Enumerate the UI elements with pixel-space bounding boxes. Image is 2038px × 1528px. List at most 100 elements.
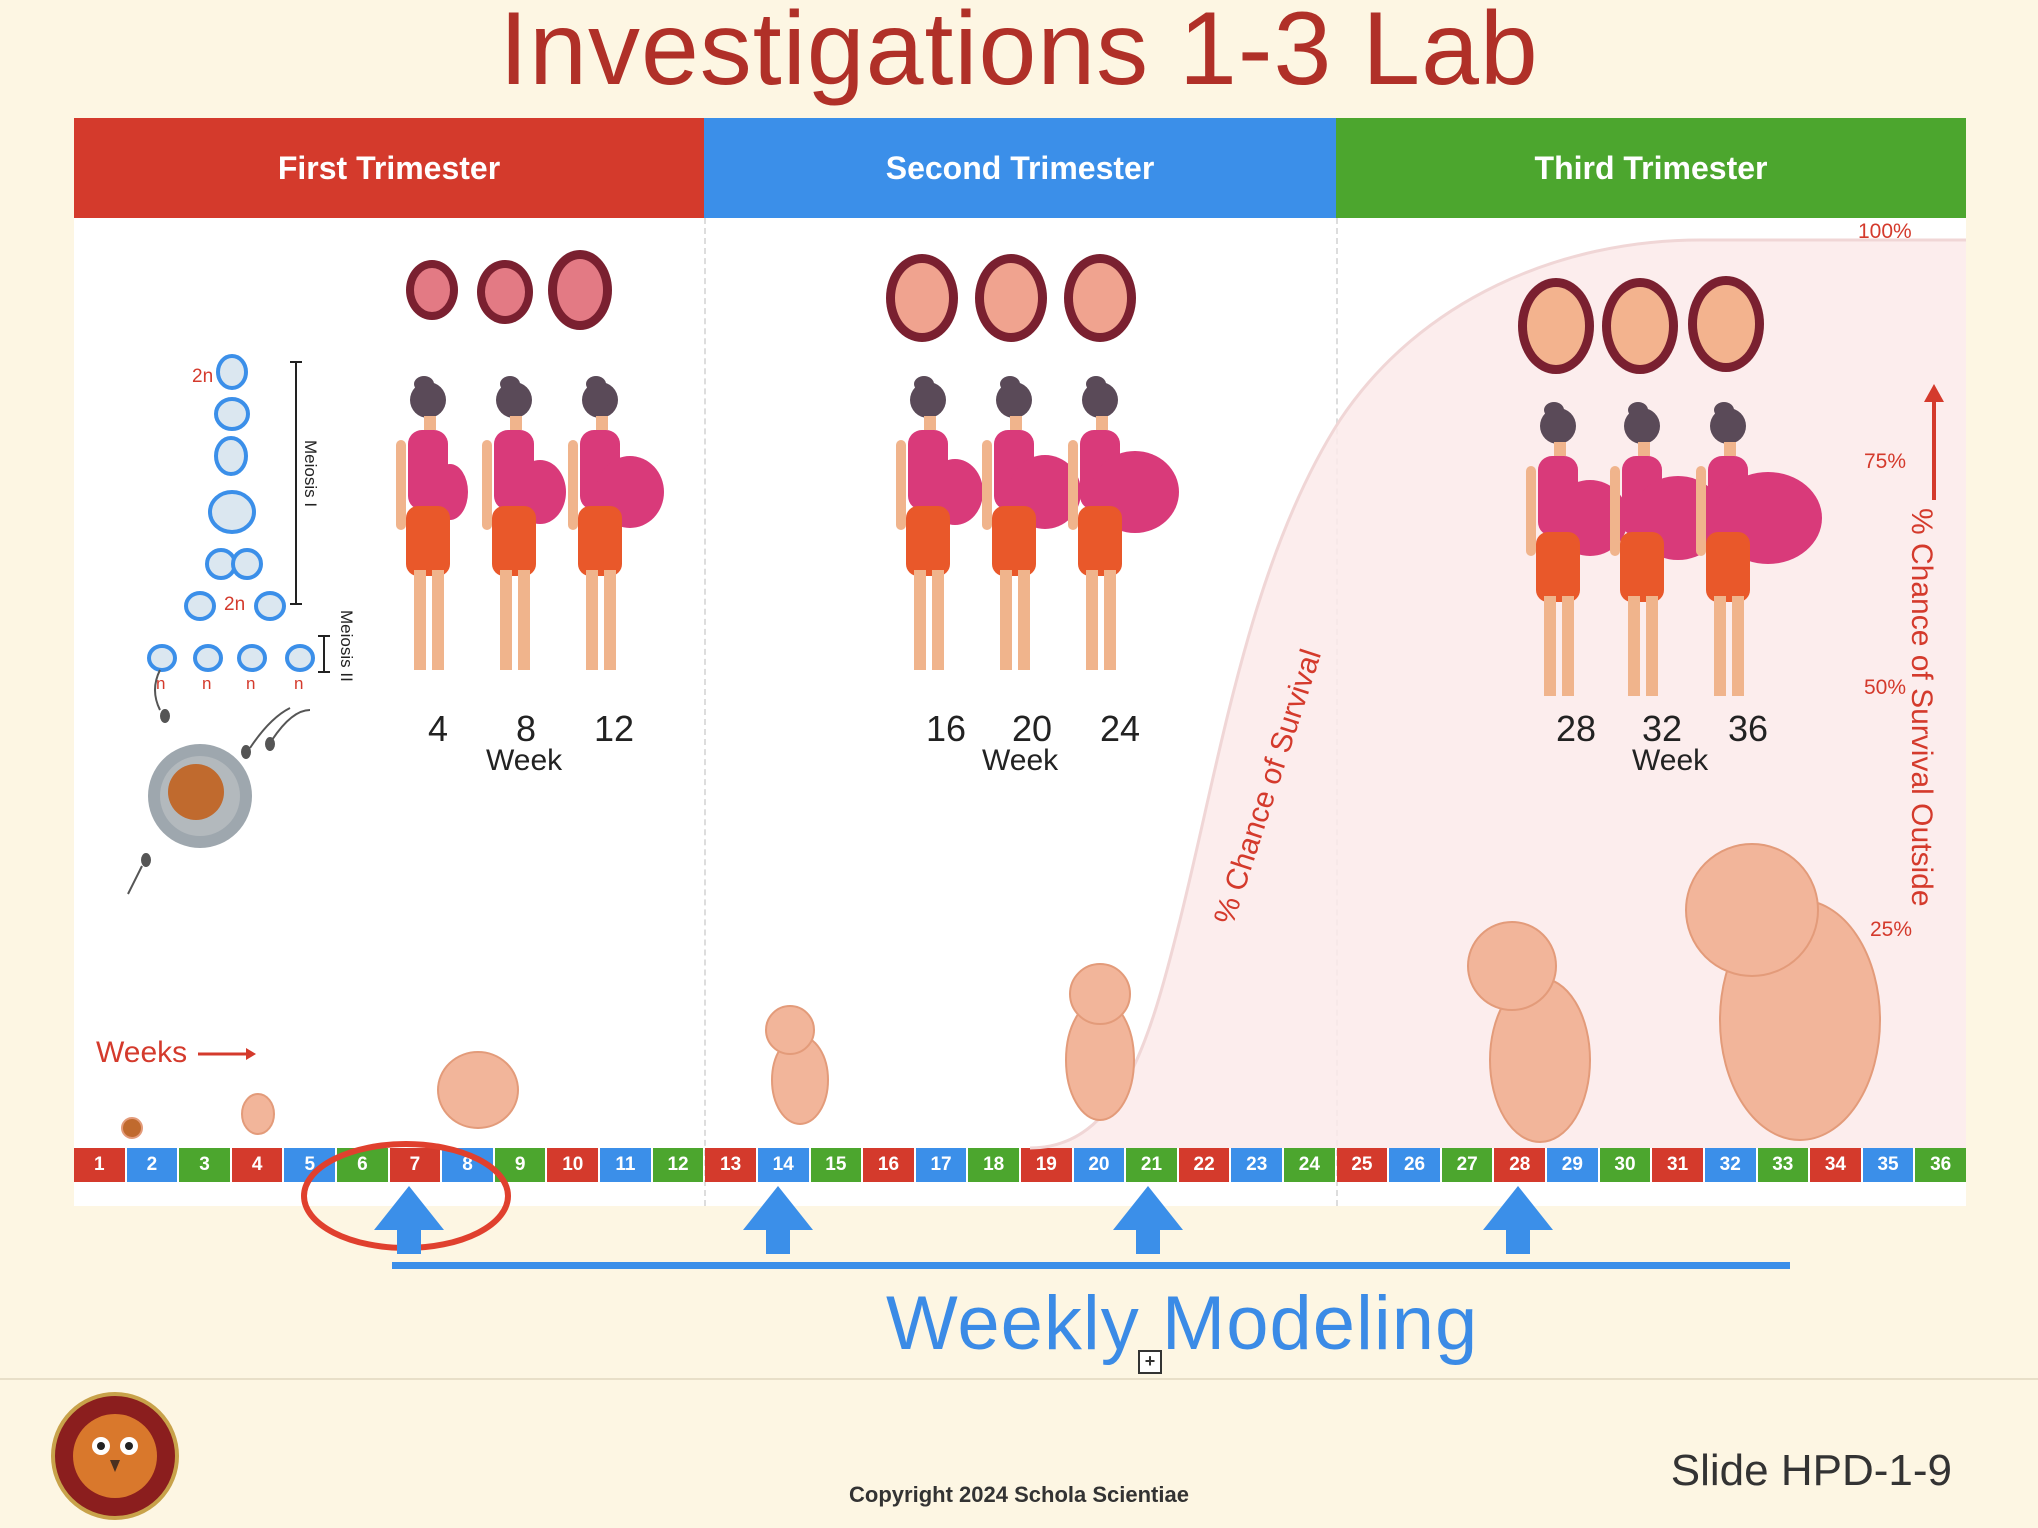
- survival-tick-25: 25%: [1870, 918, 1913, 941]
- label-n: n: [246, 674, 256, 693]
- week-cell-33: 33: [1757, 1148, 1809, 1182]
- fetus-illustrations: [121, 843, 1881, 1143]
- weekly-modeling-line: [392, 1262, 1790, 1269]
- week-21-arrow: [1113, 1186, 1183, 1230]
- pregnant-woman-figure: [482, 376, 566, 670]
- week-cell-29: 29: [1547, 1148, 1598, 1182]
- pregnant-woman-figure: [1526, 402, 1628, 696]
- pregnant-woman-figure: [982, 376, 1081, 670]
- week-cell-32: 32: [1704, 1148, 1756, 1182]
- first-trimester-header: First Trimester: [74, 118, 704, 218]
- week-cell-21: 21: [1126, 1148, 1177, 1182]
- slide-title: Investigations 1-3 Lab: [499, 0, 1539, 107]
- week-cell-2: 2: [126, 1148, 178, 1182]
- week-cell-27: 27: [1441, 1148, 1493, 1182]
- week-28-arrow: [1483, 1186, 1553, 1230]
- survival-tick-50: 50%: [1864, 676, 1907, 699]
- weeks-arrow-icon: [198, 1048, 256, 1060]
- week-28-arrow-stem: [1506, 1228, 1530, 1254]
- week-cell-35: 35: [1862, 1148, 1914, 1182]
- week-cell-28: 28: [1494, 1148, 1546, 1182]
- week-7-arrow-stem: [397, 1228, 421, 1254]
- week-14-arrow-stem: [766, 1228, 790, 1254]
- pregnant-woman-figure: [1068, 376, 1179, 670]
- figure-week-32: 32: [1642, 708, 1683, 749]
- pregnant-woman-figure: [396, 376, 468, 670]
- figure-week-label: Week: [486, 744, 563, 777]
- week-cell-24: 24: [1284, 1148, 1335, 1182]
- pregnant-woman-figure: [1696, 402, 1822, 696]
- pregnant-woman-figure: [568, 376, 664, 670]
- week-arrows: [374, 1186, 1553, 1254]
- second-trimester-header: Second Trimester: [704, 118, 1336, 218]
- label-n: n: [156, 674, 166, 693]
- weekly-modeling-label: Weekly Modeling: [886, 1281, 1479, 1366]
- survival-tick-75: 75%: [1864, 450, 1907, 473]
- survival-up-arrow: [1924, 384, 1944, 500]
- week-cell-18: 18: [968, 1148, 1019, 1182]
- figure-week-20: 20: [1012, 708, 1053, 749]
- week-cell-7: 7: [389, 1148, 441, 1182]
- week-cell-30: 30: [1599, 1148, 1651, 1182]
- sperm-icon: [127, 669, 311, 895]
- week-cell-34: 34: [1810, 1148, 1861, 1182]
- week-cell-19: 19: [1020, 1148, 1072, 1182]
- copyright: Copyright 2024 Schola Scientiae: [849, 1482, 1189, 1507]
- figure-week-label: Week: [1632, 744, 1709, 777]
- week-cell-10: 10: [547, 1148, 599, 1182]
- third-trimester-header: Third Trimester: [1336, 118, 1966, 218]
- trimester-divider: [704, 218, 706, 1206]
- weeks-label: Weeks: [96, 1036, 188, 1069]
- week-cell-13: 13: [705, 1148, 756, 1182]
- figure-week-4: 4: [428, 708, 449, 749]
- uterus-icons-first: [406, 250, 612, 330]
- egg-icon: [148, 744, 252, 848]
- label-2n-top: 2n: [192, 366, 214, 387]
- week-cell-11: 11: [600, 1148, 651, 1182]
- figure-week-16: 16: [926, 708, 967, 749]
- week-cell-14: 14: [757, 1148, 809, 1182]
- week-7-arrow: [374, 1186, 444, 1230]
- week-cell-1: 1: [74, 1148, 125, 1182]
- week-cell-23: 23: [1231, 1148, 1283, 1182]
- footer: [0, 1378, 2038, 1528]
- meiosis-brackets: [290, 361, 330, 673]
- week-cell-26: 26: [1389, 1148, 1440, 1182]
- week-cell-17: 17: [915, 1148, 967, 1182]
- pregnant-figures: [396, 376, 1822, 696]
- label-2n-mid: 2n: [224, 594, 246, 615]
- week-cell-31: 31: [1652, 1148, 1703, 1182]
- week-14-arrow: [743, 1186, 813, 1230]
- survival-curve-line: [1029, 238, 1966, 1150]
- week-cell-12: 12: [652, 1148, 704, 1182]
- week-cell-6: 6: [337, 1148, 388, 1182]
- figure-week-24: 24: [1100, 708, 1141, 749]
- figure-week-label: Week: [982, 744, 1059, 777]
- figure-week-36: 36: [1728, 708, 1769, 749]
- week-cell-36: 36: [1915, 1148, 1966, 1182]
- survival-tick-100: 100%: [1858, 220, 1912, 243]
- uterus-icons-second: [886, 254, 1136, 342]
- uterus-icons-third: [1518, 276, 1764, 374]
- meiosis-diagram: [147, 354, 315, 672]
- schola-scientiae-logo: [51, 1392, 179, 1520]
- expand-icon[interactable]: +: [1138, 1350, 1162, 1374]
- week-cell-16: 16: [863, 1148, 914, 1182]
- week-cell-4: 4: [231, 1148, 283, 1182]
- week-cell-22: 22: [1178, 1148, 1230, 1182]
- week-cell-20: 20: [1073, 1148, 1125, 1182]
- week-21-arrow-stem: [1136, 1228, 1160, 1254]
- label-n: n: [294, 674, 304, 693]
- figure-week-28: 28: [1556, 708, 1597, 749]
- label-n: n: [202, 674, 212, 693]
- week-cell-3: 3: [179, 1148, 230, 1182]
- slide-id: Slide HPD-1-9: [1670, 1446, 1952, 1495]
- figure-week-12: 12: [594, 708, 635, 749]
- week-cell-15: 15: [810, 1148, 862, 1182]
- week-cell-25: 25: [1336, 1148, 1388, 1182]
- pregnant-woman-figure: [896, 376, 983, 670]
- figure-week-8: 8: [516, 708, 537, 749]
